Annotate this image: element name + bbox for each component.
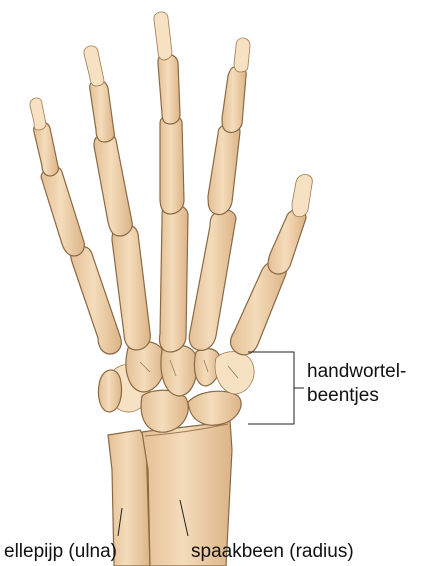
carpal-bones	[98, 342, 254, 432]
distal-phalanx-4	[84, 46, 104, 86]
carpals-bracket	[248, 352, 294, 424]
carpals-label-line1: handwortel-	[307, 360, 406, 384]
proximal-phalanx-5	[41, 166, 84, 256]
distal-phalanx-1	[292, 174, 312, 216]
scaphoid-bone	[188, 391, 241, 425]
distal-phalanx-3	[154, 12, 172, 60]
metacarpal-5	[71, 247, 122, 354]
proximal-phalanx-1	[268, 209, 306, 274]
metacarpal-1	[231, 261, 287, 355]
capitate-bone	[161, 345, 197, 396]
metacarpal-3	[159, 205, 188, 352]
proximal-phalanx-2	[208, 123, 240, 215]
proximal-phalanx-4	[94, 133, 132, 236]
carpals-label: handwortel- beentjes	[307, 360, 406, 408]
lunate-bone	[141, 390, 188, 432]
carpals-label-line2: beentjes	[307, 384, 406, 408]
trapezium-bone	[215, 352, 254, 394]
middle-phalanx-4	[90, 80, 115, 142]
radius-label: spaakbeen (radius)	[191, 540, 354, 564]
middle-phalanx-2	[222, 66, 246, 132]
middle-phalanx-3	[158, 54, 180, 124]
triquetrum-bone	[98, 370, 121, 412]
metacarpal-bones	[71, 205, 287, 355]
metacarpal-2	[189, 210, 236, 350]
distal-phalanx-5	[30, 98, 46, 130]
ulna-label: ellepijp (ulna)	[4, 540, 117, 564]
distal-phalanx-2	[234, 38, 250, 72]
proximal-phalanx-3	[160, 115, 184, 214]
